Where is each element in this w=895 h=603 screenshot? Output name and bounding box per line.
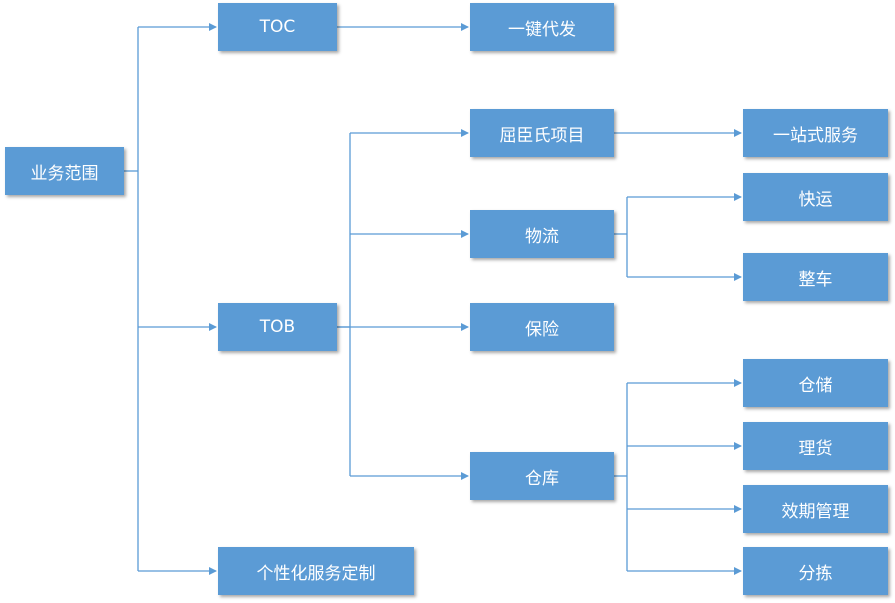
node-custom-service: 个性化服务定制 — [218, 547, 414, 595]
node-warehouse: 仓库 — [470, 452, 614, 500]
node-full-truckload: 整车 — [743, 253, 888, 301]
node-storage: 仓储 — [743, 359, 888, 407]
node-express: 快运 — [743, 173, 888, 221]
node-one-click-dispatch: 一键代发 — [470, 3, 614, 51]
node-watsons-project: 屈臣氏项目 — [470, 109, 614, 157]
node-toc: TOC — [218, 3, 337, 51]
node-sorting: 分拣 — [743, 547, 888, 595]
node-expiry-management: 效期管理 — [743, 485, 888, 533]
node-tally: 理货 — [743, 422, 888, 470]
node-insurance: 保险 — [470, 303, 614, 351]
node-one-stop-service: 一站式服务 — [743, 109, 888, 157]
node-business-scope: 业务范围 — [5, 147, 124, 195]
node-tob: TOB — [218, 303, 337, 351]
node-logistics: 物流 — [470, 210, 614, 258]
